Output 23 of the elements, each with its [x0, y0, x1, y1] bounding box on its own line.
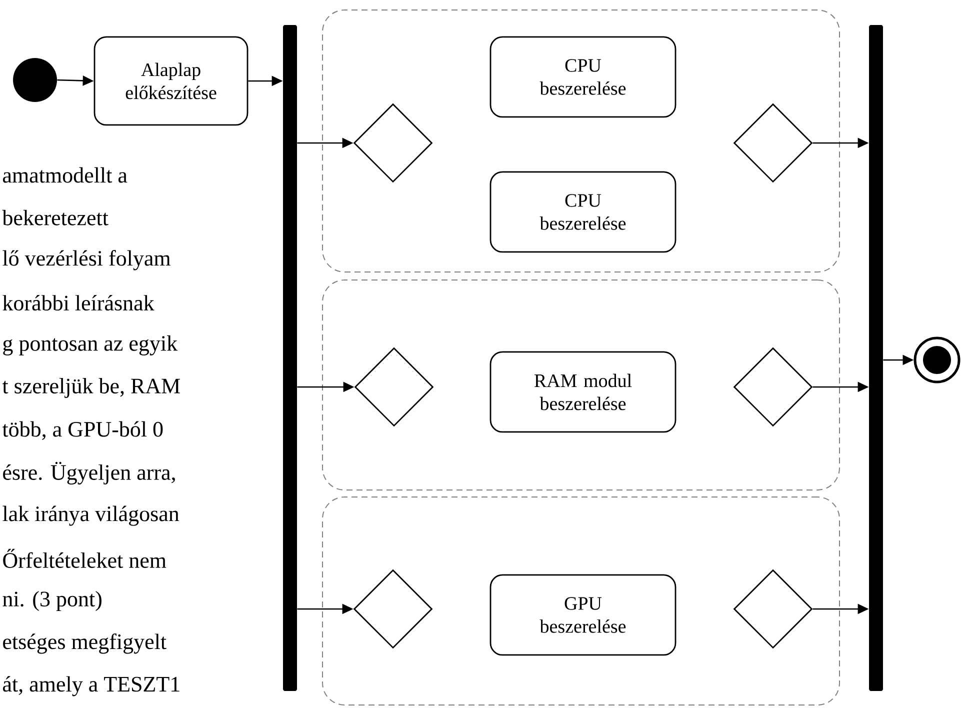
initial-node	[13, 58, 57, 102]
body-text-line: ni. (3 pont)	[2, 591, 102, 611]
action-box: CPU beszerelése	[490, 171, 676, 253]
region-frame	[322, 496, 840, 706]
body-text-line: g pontosan az egyik	[3, 335, 178, 356]
body-text-line: több, a GPU-ból 0	[2, 421, 163, 440]
body-text-line: át, amely a TESZT1	[2, 676, 180, 696]
body-text-line: lak iránya világosan	[2, 506, 180, 526]
action-box: CPU beszerelése	[490, 36, 676, 118]
body-text-line: bekeretezett	[2, 210, 108, 226]
body-text-line: etséges megfigyelt	[3, 633, 166, 654]
action-box: GPU beszerelése	[490, 574, 676, 656]
action-box: Alaplap előkészítése	[94, 36, 248, 126]
body-text-line: Őrfeltételeket nem	[3, 548, 166, 568]
body-text-line: amatmodellt a	[2, 167, 128, 183]
region-frame	[322, 279, 840, 490]
body-text-line: korábbi leírásnak	[2, 295, 154, 311]
region-frame	[322, 9, 840, 272]
action-box: RAM modul beszerelése	[490, 351, 676, 433]
body-text-line: t szereljük be, RAM	[2, 378, 180, 398]
final-node	[914, 336, 960, 384]
body-text-line: ésre. Ügyeljen arra,	[3, 462, 175, 484]
body-text-line: lő vezérlési folyam	[2, 250, 170, 270]
